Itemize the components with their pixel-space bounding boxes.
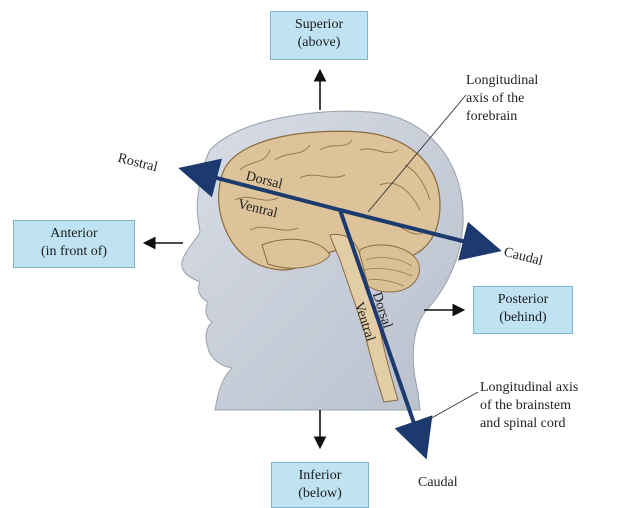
inferior-sublabel: (below) — [272, 485, 368, 503]
forebrain-axis-callout: Longitudinal axis of the forebrain — [466, 72, 538, 126]
anterior-sublabel: (in front of) — [14, 243, 134, 261]
caudal-label-brainstem: Caudal — [418, 474, 458, 491]
posterior-sublabel: (behind) — [474, 309, 572, 327]
posterior-label: Posterior — [474, 291, 572, 309]
inferior-label: Inferior — [272, 467, 368, 485]
superior-sublabel: (above) — [271, 34, 367, 52]
anterior-label: Anterior — [14, 225, 134, 243]
inferior-box: Inferior (below) — [271, 462, 369, 508]
posterior-box: Posterior (behind) — [473, 286, 573, 334]
brainstem-callout-line — [428, 392, 478, 420]
brainstem-axis-callout: Longitudinal axis of the brainstem and s… — [480, 379, 578, 433]
anterior-box: Anterior (in front of) — [13, 220, 135, 268]
superior-label: Superior — [271, 16, 367, 34]
superior-box: Superior (above) — [270, 11, 368, 60]
